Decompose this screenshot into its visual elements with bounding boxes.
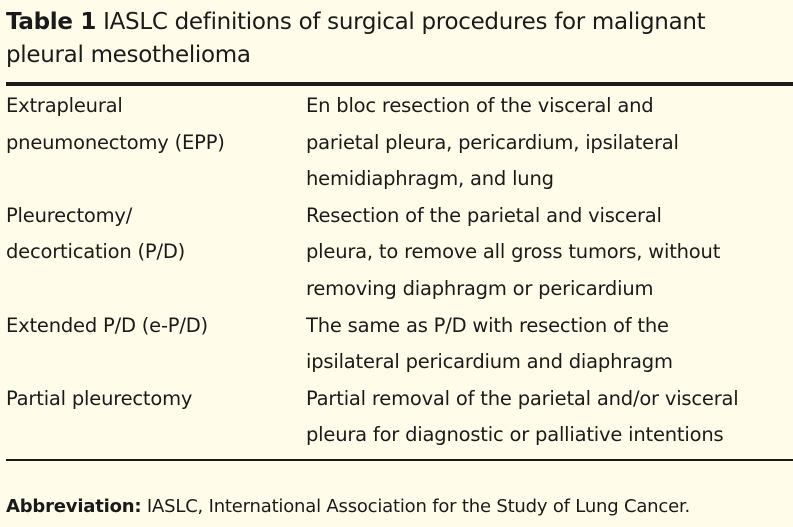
definition-cell: Resection of the parietal and visceral pl… <box>306 198 793 308</box>
procedure-text: Extrapleural <box>6 94 123 117</box>
definition-text: hemidiaphragm, and lung <box>306 167 554 191</box>
procedures-table: Extrapleural pneumonectomy (EPP) En bloc r… <box>6 88 793 454</box>
footnote-label: Abbreviation: <box>6 496 142 517</box>
procedure-cell: Partial pleurectomy <box>6 381 306 454</box>
procedure-text: Pleurectomy/ <box>6 203 133 227</box>
definition-text: ipsilateral pericardium and diaphragm <box>306 350 673 374</box>
procedure-text: decortication (P/D) <box>6 240 186 264</box>
definition-text: En bloc resection of the visceral and <box>306 94 654 117</box>
definition-text: parietal pleura, pericardium, ipsilatera… <box>306 130 679 154</box>
table-row: Extrapleural pneumonectomy (EPP) En bloc r… <box>6 88 793 198</box>
definition-text: Resection of the parietal and visceral <box>306 203 662 227</box>
bottom-rule <box>6 459 793 461</box>
table-row: Pleurectomy/decortication (P/D)Resection… <box>6 198 793 308</box>
caption-line-2: pleural mesothelioma <box>6 42 251 68</box>
procedure-text: Extended P/D (e-P/D) <box>6 313 208 337</box>
footnote: Abbreviation: IASLC, International Assoc… <box>6 496 690 517</box>
definition-text: pleura for diagnostic or palliative inte… <box>306 423 724 447</box>
table-label: Table 1 <box>6 9 97 35</box>
table-row: Partial pleurectomy Partial removal of th… <box>6 381 793 454</box>
definition-text: The same as P/D with resection of the <box>306 313 669 337</box>
procedure-cell: Pleurectomy/decortication (P/D) <box>6 198 306 308</box>
procedure-text: pneumonectomy (EPP) <box>6 130 225 154</box>
caption-line-1: IASLC definitions of surgical procedures… <box>103 9 706 35</box>
definition-cell: Partial removal of the parietal and/or v… <box>306 381 793 454</box>
procedure-text: Partial pleurectomy <box>6 386 193 410</box>
top-rule <box>6 82 793 86</box>
procedure-cell: Extended P/D (e-P/D) <box>6 308 306 381</box>
definition-cell: The same as P/D with resection of the ips… <box>306 308 793 381</box>
procedure-cell: Extrapleural pneumonectomy (EPP) <box>6 88 306 198</box>
definition-text: Partial removal of the parietal and/or v… <box>306 386 739 410</box>
footnote-text: IASLC, International Association for the… <box>141 496 691 517</box>
definition-text: pleura, to remove all gross tumors, with… <box>306 240 721 264</box>
definition-cell: En bloc resection of the visceral and par… <box>306 88 793 198</box>
definition-text: removing diaphragm or pericardium <box>306 276 654 300</box>
table-row: Extended P/D (e-P/D) The same as P/D with… <box>6 308 793 381</box>
table-caption: Table 1 IASLC definitions of surgical pr… <box>6 6 791 72</box>
